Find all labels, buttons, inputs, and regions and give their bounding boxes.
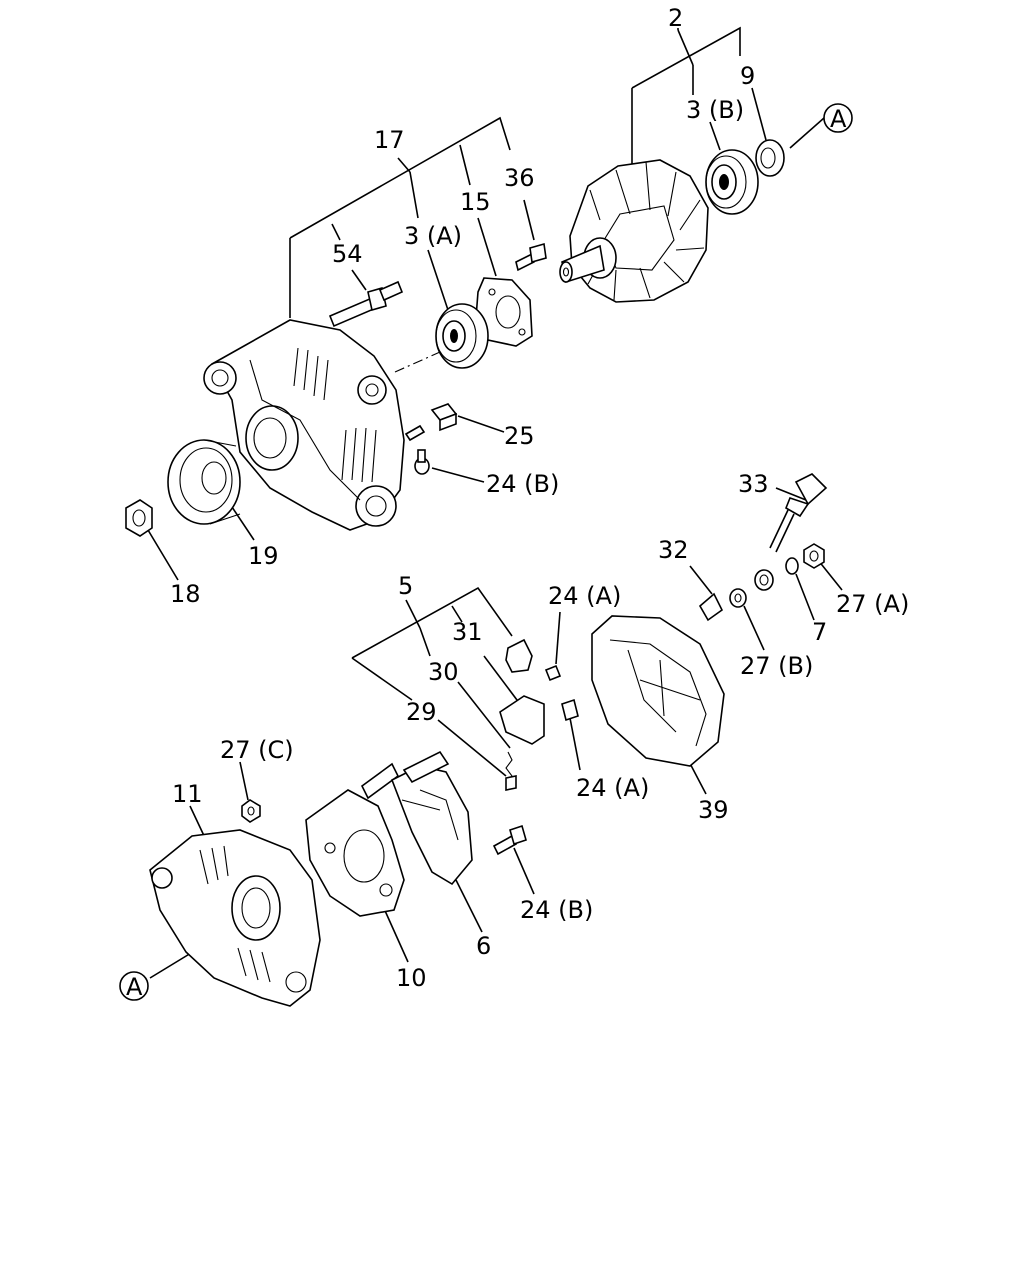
label-27b: 27 (B) — [740, 652, 813, 680]
label-32: 32 — [658, 536, 689, 564]
label-6: 6 — [476, 932, 491, 960]
label-a-top: A — [830, 105, 847, 133]
label-36: 36 — [504, 164, 535, 192]
label-17: 17 — [374, 126, 405, 154]
rear-cover-39-part — [591, 615, 725, 767]
washer-9-part — [755, 139, 785, 177]
lead-wire-33-part — [754, 473, 828, 591]
label-24b-bottom: 24 (B) — [520, 896, 593, 924]
bearing-3b-part — [705, 149, 759, 215]
label-7: 7 — [812, 618, 827, 646]
plate-15-part — [475, 277, 533, 347]
label-3b: 3 (B) — [686, 96, 744, 124]
rotor-part — [559, 159, 709, 303]
nut-18-part — [125, 499, 153, 537]
label-24b-top: 24 (B) — [486, 470, 559, 498]
front-housing-part — [203, 319, 405, 531]
label-33: 33 — [738, 470, 769, 498]
rear-frame-11-part — [149, 829, 321, 1007]
screw-24b-bottom-part — [492, 824, 527, 856]
connector-25-part — [430, 403, 458, 432]
rectifier-10-part — [305, 762, 405, 917]
label-a-bottom: A — [126, 973, 143, 1001]
bearing-3a-part — [435, 303, 489, 369]
leader-lines — [147, 26, 843, 979]
label-24a-2: 24 (A) — [576, 774, 649, 802]
callout-labels: 2 9 3 (B) A 17 36 15 3 (A) 54 25 24 (B) … — [126, 4, 909, 1001]
label-11: 11 — [172, 780, 203, 808]
label-24a-1: 24 (A) — [548, 582, 621, 610]
screw-36-part — [515, 242, 547, 272]
pulley-19-part — [167, 439, 241, 525]
label-15: 15 — [460, 188, 491, 216]
brush-holder-parts — [499, 638, 545, 791]
label-29: 29 — [406, 698, 437, 726]
circle-a-top-marker — [823, 103, 853, 133]
label-10: 10 — [396, 964, 427, 992]
circle-a-bottom-marker — [119, 971, 149, 1001]
label-5: 5 — [398, 572, 413, 600]
small-hardware-part — [698, 543, 825, 622]
label-9: 9 — [740, 62, 755, 90]
screw-24a-parts — [544, 664, 579, 722]
label-18: 18 — [170, 580, 201, 608]
nut-27c-part — [241, 799, 261, 823]
label-27a: 27 (A) — [836, 590, 909, 618]
label-54: 54 — [332, 240, 363, 268]
stud-54-part — [328, 280, 404, 328]
label-25: 25 — [504, 422, 535, 450]
label-19: 19 — [248, 542, 279, 570]
regulator-6-part — [390, 750, 473, 886]
label-31: 31 — [452, 618, 483, 646]
label-27c: 27 (C) — [220, 736, 294, 764]
terminal-24b-top-part — [404, 424, 430, 475]
label-2: 2 — [668, 4, 683, 32]
label-30: 30 — [428, 658, 459, 686]
label-39: 39 — [698, 796, 729, 824]
label-3a: 3 (A) — [404, 222, 462, 250]
